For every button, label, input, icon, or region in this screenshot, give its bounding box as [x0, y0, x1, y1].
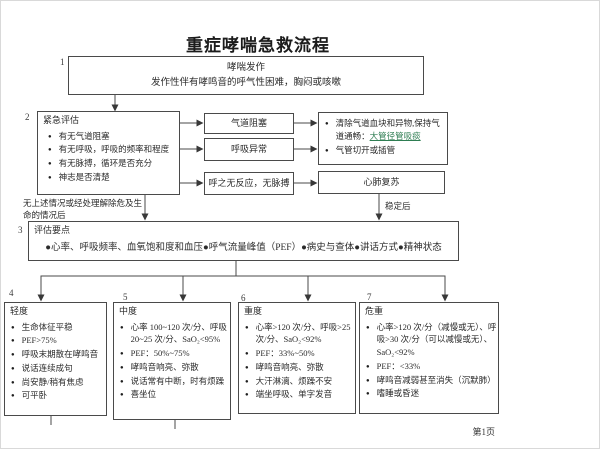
assessment-points-items: ●心率、呼吸频率、血氧饱和度和血压●呼气流量峰值（PEF）●病史与查体●讲话方式… [45, 242, 442, 253]
list-item: ● 端坐呼吸、单字发音 [245, 389, 333, 400]
clear-airway-pre: 清除气道血块和异物,保持气道通畅： [335, 118, 440, 141]
bullet-icon: ● [120, 324, 124, 331]
list-item: ● 清除气道血块和异物,保持气道通畅：大管径管吸痰 [323, 117, 445, 143]
list-item: ● 生命体征平稳 [11, 321, 73, 332]
bullet-icon: ● [120, 364, 124, 371]
bullet-icon: ● [48, 147, 52, 154]
list-item: ● 心率 100~120 次/分、呼吸 20~25 次/分、SaO₂<95% [120, 321, 227, 345]
bullet-icon: ● [11, 393, 15, 400]
box-severity-critical: 危重 ● 心率>120 次/分（减慢或无）、呼吸>30 次/分（可以减慢或无）、… [359, 302, 499, 414]
step-4-number: 4 [9, 288, 14, 298]
bullet-icon: ● [48, 174, 52, 181]
list-item: ● 有无脉搏，循环是否充分 [48, 158, 153, 168]
asthma-attack-line2: 发作性伴有哮鸣音的呼气性困难，胸闷或咳嗽 [150, 77, 341, 88]
list-item: ● 尚安静/稍有焦虑 [11, 376, 84, 387]
bullet-icon: ● [245, 378, 249, 385]
severity-title: 重度 [244, 306, 263, 316]
page-number: 第1页 [472, 427, 495, 437]
clear-airway-text: 清除气道血块和异物,保持气道通畅：大管径管吸痰 [336, 117, 445, 143]
asthma-attack-line1: 哮喘发作 [226, 63, 265, 74]
box-abnormal-breathing: 呼吸异常 [204, 138, 294, 161]
box-severity-moderate: 中度 ● 心率 100~120 次/分、呼吸 20~25 次/分、SaO₂<95… [113, 302, 231, 420]
bullet-icon: ● [120, 392, 124, 399]
step-3-number: 3 [18, 225, 23, 235]
bullet-icon: ● [11, 324, 15, 331]
bullet-icon: ● [120, 378, 124, 385]
bullet-icon: ● [366, 324, 370, 331]
list-item: ● 说话常有中断，时有烦躁 [120, 375, 225, 386]
step-6-number: 6 [241, 293, 246, 303]
list-item: ● PEF：33%~50% [245, 348, 315, 358]
list-item: ● 说话连续成句 [11, 362, 73, 373]
bullet-icon: ● [48, 133, 52, 140]
suction-link[interactable]: 大管径管吸痰 [369, 130, 421, 141]
bullet-icon: ● [11, 352, 15, 358]
list-item: ● PEF：50%~75% [120, 348, 190, 358]
bullet-icon: ● [11, 365, 15, 372]
page-title: 重症哮喘急救流程 [186, 36, 330, 55]
list-item: ● 神志是否清楚 [48, 171, 110, 182]
bullet-icon: ● [245, 324, 249, 331]
no-danger-note: 无上述情况或经处理解除危及生 命的情况后 [23, 198, 143, 221]
box-asthma-attack: 哮喘发作 发作性伴有哮鸣音的呼气性困难，胸闷或咳嗽 [68, 56, 424, 95]
box-severity-severe: 重度 ● 心率>120 次/分、呼吸>25 次/分、SaO₂<92% ● PEF… [238, 302, 356, 414]
severity-title: 中度 [119, 306, 138, 316]
step-2-number: 2 [25, 112, 30, 122]
list-item: ● 气管切开或插管 [325, 144, 396, 155]
bullet-icon: ● [11, 338, 15, 345]
box-no-response-no-pulse: 呼之无反应，无脉搏 [204, 172, 294, 195]
list-item: ● 大汗淋漓、烦躁不安 [245, 375, 333, 386]
bullet-icon: ● [366, 377, 370, 384]
assessment-points-title: 评估要点 [34, 225, 71, 235]
box-assessment-points: 评估要点 ●心率、呼吸频率、血氧饱和度和血压●呼气流量峰值（PEF）●病史与查体… [28, 221, 459, 261]
list-item: ● 心率>120 次/分、呼吸>25 次/分、SaO₂<92% [245, 321, 351, 345]
step-5-number: 5 [123, 292, 128, 302]
box-airway-obstruction: 气道阻塞 [204, 113, 294, 134]
bullet-icon: ● [120, 351, 124, 357]
bullet-icon: ● [366, 363, 370, 370]
bullet-icon: ● [48, 161, 52, 167]
box-cpr: 心肺复苏 [318, 171, 445, 194]
stable-after-label: 稳定后 [385, 201, 411, 211]
severity-title: 轻度 [10, 306, 29, 316]
bullet-icon: ● [245, 392, 249, 399]
box-severity-mild: 轻度 ● 生命体征平稳 ● PEF>75% ● 呼吸末期散在哮鸣音 ● 说话连续… [4, 302, 107, 416]
bullet-icon: ● [366, 391, 370, 398]
list-item: ● 可平卧 [11, 390, 48, 401]
list-item: ● 呼吸末期散在哮鸣音 [11, 349, 99, 359]
bullet-icon: ● [325, 147, 329, 154]
step-7-number: 7 [367, 292, 372, 302]
list-item: ● 有无气道阻塞 [48, 130, 110, 141]
bullet-icon: ● [325, 121, 329, 127]
step-1-number: 1 [60, 57, 65, 67]
box-emergency-assessment: 紧急评估 ● 有无气道阻塞 ● 有无呼吸，呼吸的频率和程度 ● 有无脉搏，循环是… [37, 111, 180, 195]
list-item: ● 心率>120 次/分（减慢或无）、呼吸>30 次/分（可以减慢或无）、SaO… [366, 321, 497, 358]
list-item: ● 哮鸣音响亮、弥散 [245, 361, 324, 372]
severity-title: 危重 [365, 306, 384, 316]
list-item: ● 喜坐位 [120, 389, 157, 400]
list-item: ● 嗜睡或昏迷 [366, 388, 420, 399]
bullet-icon: ● [245, 364, 249, 371]
emergency-assessment-title: 紧急评估 [43, 115, 80, 125]
list-item: ● 有无呼吸，呼吸的频率和程度 [48, 144, 170, 155]
list-item: ● PEF：<33% [366, 360, 421, 371]
list-item: ● 哮鸣音减弱甚至消失（沉默肺） [366, 374, 496, 385]
box-airway-actions: ● 清除气道血块和异物,保持气道通畅：大管径管吸痰 ● 气管切开或插管 [318, 112, 448, 165]
list-item: ● PEF>75% [11, 335, 57, 346]
bullet-icon: ● [245, 351, 249, 357]
bullet-icon: ● [11, 379, 15, 386]
list-item: ● 哮鸣音响亮、弥散 [120, 361, 199, 372]
